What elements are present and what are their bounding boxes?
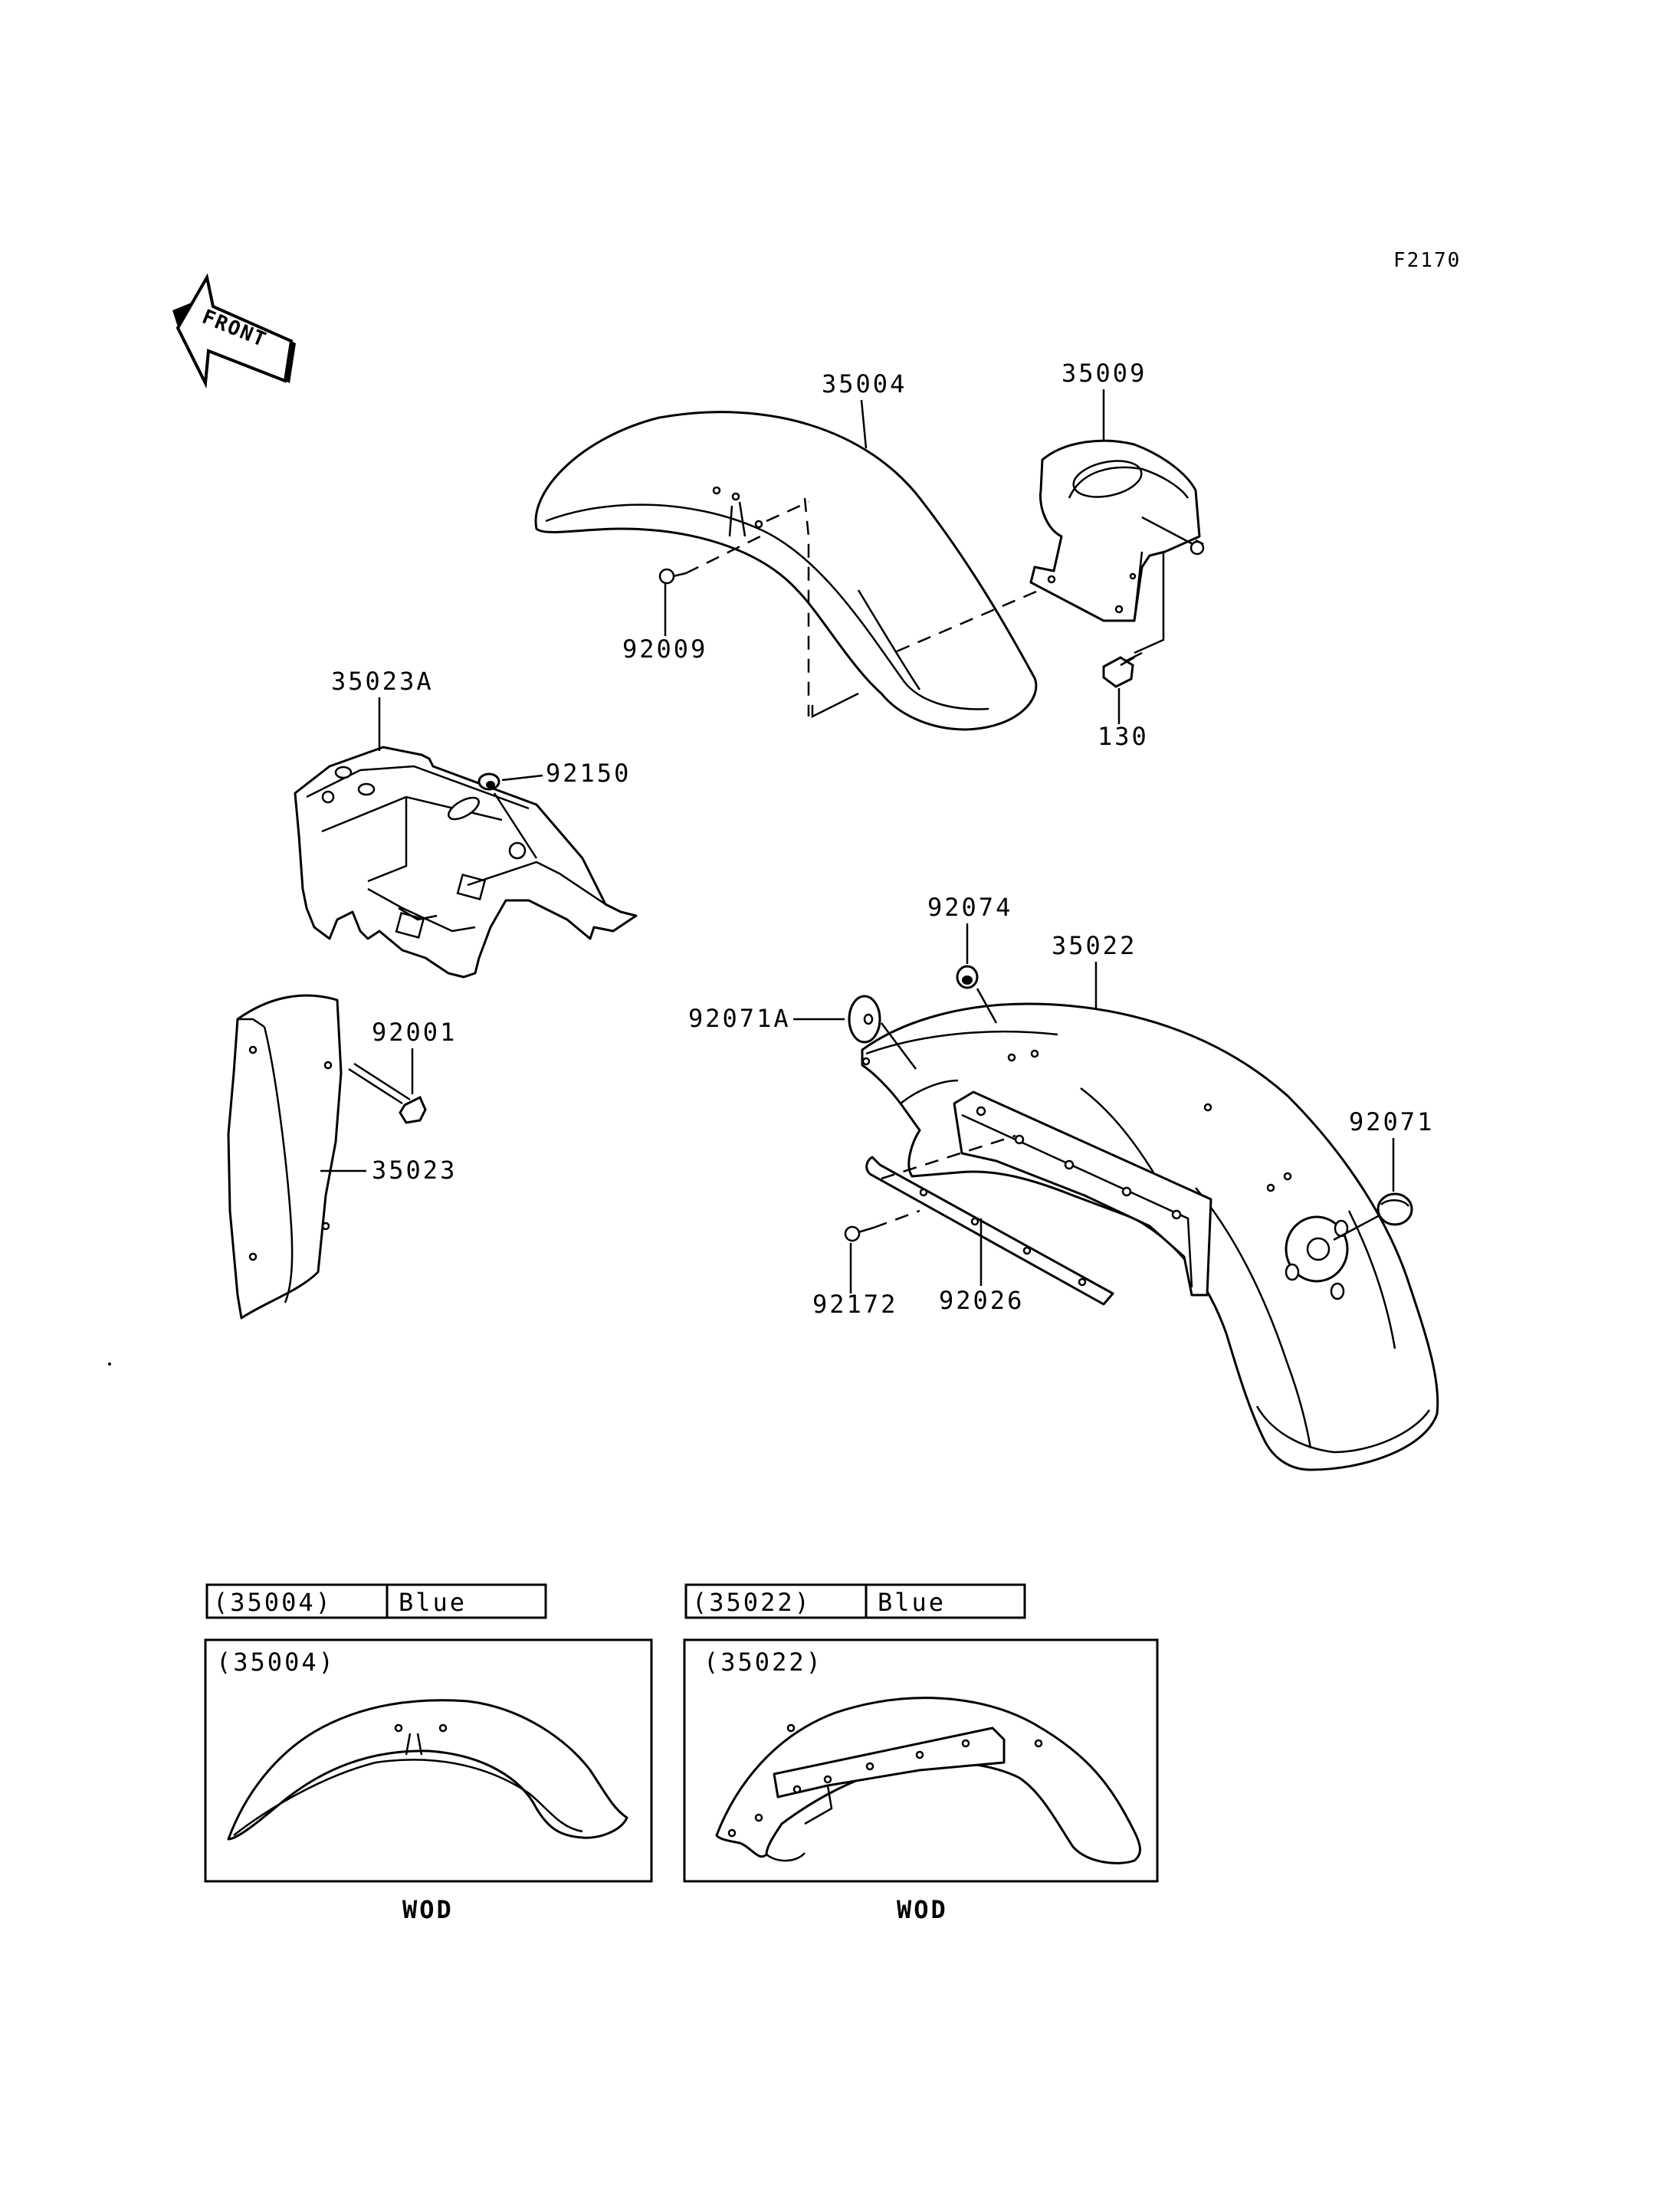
inner-fender-35023	[227, 994, 343, 1320]
bolt-92001-icon	[348, 1062, 427, 1124]
color-table-part-ref: (35004)	[213, 1588, 333, 1617]
color-table-part-ref: (35022)	[692, 1588, 812, 1617]
rear-fender-35022	[861, 1002, 1439, 1471]
color-table-35022: (35022) Blue	[684, 1583, 1026, 1619]
variant-panel-35022: (35022) WOD	[683, 1638, 1159, 1924]
strip-92026	[865, 1156, 1114, 1306]
front-arrow-icon: FRONT	[172, 273, 296, 389]
part-label-35022: 35022	[1052, 931, 1137, 960]
color-table-color: Blue	[399, 1588, 467, 1617]
bracket-35009	[1029, 439, 1204, 622]
grommet-92074-icon	[956, 965, 979, 989]
washer-92071-icon	[1376, 1192, 1413, 1226]
color-table-35004: (35004) Blue	[205, 1583, 547, 1619]
variant-panel-caption: WOD	[402, 1895, 454, 1924]
variant-panel-part-ref: (35022)	[704, 1648, 823, 1677]
color-table-color: Blue	[878, 1588, 946, 1617]
part-label-92150: 92150	[546, 759, 631, 788]
grommet-92150-icon	[477, 772, 500, 791]
part-label-92026: 92026	[939, 1286, 1024, 1315]
part-label-92071: 92071	[1349, 1107, 1434, 1136]
part-label-130: 130	[1098, 722, 1149, 751]
screw-92172-icon	[844, 1225, 874, 1242]
variant-panel-part-ref: (35004)	[216, 1648, 336, 1677]
part-label-35009: 35009	[1061, 359, 1147, 388]
part-label-92074: 92074	[927, 893, 1012, 922]
part-label-35023: 35023	[372, 1156, 457, 1185]
part-label-35004: 35004	[822, 369, 907, 398]
screw-92009-icon	[658, 568, 687, 585]
washer-92071A-icon	[848, 995, 881, 1044]
rear-fender-bracket-35023A	[294, 746, 638, 979]
front-fender-35004	[534, 411, 1038, 731]
part-label-92009: 92009	[622, 635, 707, 664]
variant-panel-35004: (35004) WOD	[204, 1638, 653, 1924]
part-label-92001: 92001	[372, 1018, 457, 1047]
bolt-130-icon	[1102, 651, 1143, 688]
part-label-92071A: 92071A	[688, 1004, 791, 1033]
diagram-code: F2170	[1393, 249, 1461, 272]
part-label-92172: 92172	[812, 1290, 897, 1319]
variant-panel-caption: WOD	[897, 1895, 948, 1924]
part-label-35023A: 35023A	[331, 667, 434, 696]
